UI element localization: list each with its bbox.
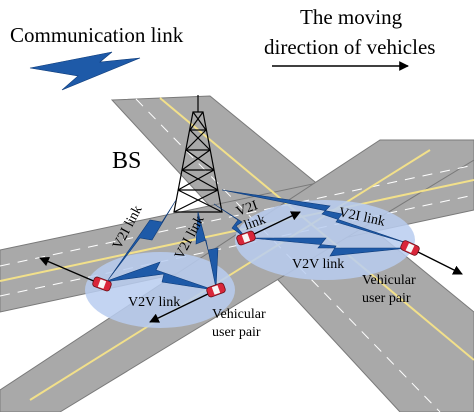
legend-moving-direction-label-line1: The moving	[300, 5, 403, 29]
legend-lightning-icon	[29, 51, 141, 91]
vehicle-icon	[400, 240, 420, 256]
base-station-label: BS	[112, 148, 141, 174]
vehicular-pair-right-label-line2: user pair	[362, 291, 411, 306]
center-line-diagonal-up	[29, 149, 431, 401]
vehicular-pair-left-label-line1: Vehicular	[212, 307, 266, 322]
arrow-right-vehicle	[409, 247, 463, 275]
vehicle-icon	[92, 276, 112, 292]
v2i-link-upper-label-2: link	[242, 212, 268, 234]
legend-communication-link-label: Communication link	[10, 23, 184, 47]
vehicular-pair-right-label-line1: Vehicular	[362, 273, 416, 288]
v2i-link-left-icon	[107, 199, 177, 281]
direction-arrows	[39, 61, 463, 323]
v2i-link-upper-label: V2I	[234, 198, 260, 220]
legend-moving-direction-label-line2: direction of vehicles	[264, 35, 435, 59]
vehicles	[92, 230, 420, 298]
base-station-tower	[173, 95, 223, 213]
lane-marking-main-top	[0, 164, 474, 267]
v2v-link-right-label: V2V link	[292, 257, 344, 272]
arrow-left-vehicle	[39, 256, 97, 283]
arrow-left-pair-vehicle	[149, 291, 213, 323]
vehicle-cluster-right	[235, 200, 415, 280]
vehicle-cluster-left	[85, 252, 235, 328]
arrow-right-pair-vehicle	[245, 211, 301, 239]
vehicle-icon	[236, 230, 256, 246]
v2v-link-left-label: V2V link	[128, 295, 180, 310]
vehicle-icon	[206, 282, 226, 298]
vehicular-pair-left-label-line2: user pair	[212, 325, 261, 340]
